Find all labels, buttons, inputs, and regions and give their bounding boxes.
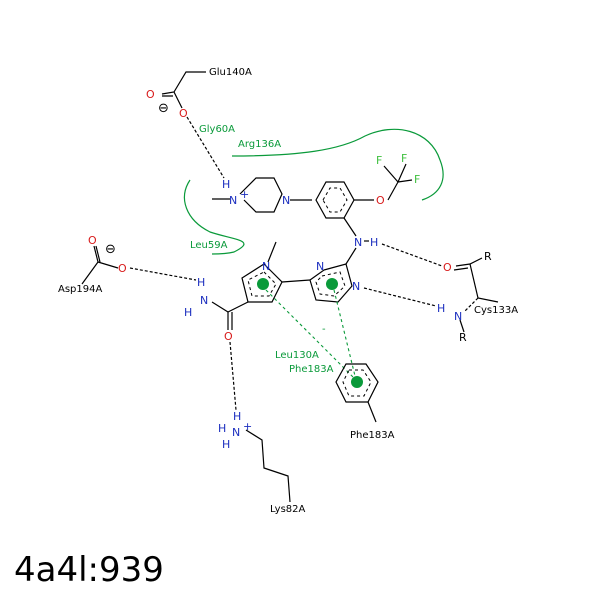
piperazine-ring: N + H N bbox=[212, 177, 312, 213]
fluorine-1: F bbox=[376, 154, 382, 167]
cys133-h: H bbox=[437, 302, 445, 315]
fluorine-2: F bbox=[401, 152, 407, 165]
lys82-plus: + bbox=[243, 420, 252, 433]
phe183-label: Phe183A bbox=[350, 430, 395, 441]
cys133-r-2: R bbox=[459, 331, 467, 344]
pyrimidine-n1: N bbox=[316, 260, 324, 273]
aryl-ring: O F F F bbox=[315, 152, 420, 237]
pyrrole-n: N bbox=[262, 260, 270, 273]
piperazine-plus: + bbox=[240, 188, 249, 201]
asp194-bonds bbox=[81, 245, 119, 285]
amide-co-bond bbox=[227, 312, 233, 330]
hbond-amide-o-lys82 bbox=[229, 341, 237, 411]
glu140-oxygen-1: O bbox=[146, 88, 155, 101]
asp194-charge: ⊖ bbox=[105, 242, 116, 257]
pyrrole-n-methyl bbox=[267, 241, 277, 263]
cys133-carbonyl bbox=[453, 257, 483, 271]
glu140-label: Glu140A bbox=[209, 67, 252, 78]
asp194-label: Asp194A bbox=[58, 284, 102, 295]
pyrimidine-aromatic bbox=[315, 271, 346, 297]
structure-id-title: 4a4l:939 bbox=[14, 550, 164, 590]
cys133-ca bbox=[469, 263, 499, 303]
leu59-label: Leu59A bbox=[190, 240, 228, 251]
asp194-group: O O ⊖ Asp194A bbox=[58, 234, 127, 295]
leu130-label: Leu130A bbox=[275, 350, 319, 361]
cys133-n: N bbox=[454, 310, 462, 323]
piperazine-h: H bbox=[222, 178, 230, 191]
cys133-group: O R H N R Cys133A bbox=[437, 250, 518, 344]
cys133-label: Cys133A bbox=[474, 305, 518, 316]
arg136-contact-curve bbox=[231, 128, 444, 201]
aryl-ring-outline bbox=[315, 181, 355, 219]
pyrrole-aromatic bbox=[247, 271, 277, 297]
glu140-charge: ⊖ bbox=[158, 101, 169, 116]
cys133-n-r bbox=[459, 319, 465, 333]
amide-h-2: H bbox=[184, 306, 192, 319]
linker-h: H bbox=[370, 236, 378, 249]
phe183-pi-center bbox=[351, 376, 363, 388]
lys82-h-1: H bbox=[233, 410, 241, 423]
pyrimidine-ring: N N bbox=[309, 260, 360, 303]
lys82-h-2: H bbox=[218, 422, 226, 435]
asp194-oxygen-1: O bbox=[88, 234, 97, 247]
pyrimidine-n3: N bbox=[352, 280, 360, 293]
lys82-h-3: H bbox=[222, 438, 230, 451]
hbond-asp194-amide bbox=[129, 267, 197, 281]
lys82-label: Lys82A bbox=[270, 504, 306, 515]
ocf3-bonds bbox=[383, 163, 413, 201]
phe183-aromatic bbox=[342, 369, 372, 397]
leu59-contact-curve bbox=[183, 179, 245, 255]
pyrrole-outline bbox=[241, 263, 283, 303]
arg136-label: Arg136A bbox=[238, 139, 281, 150]
pyrrole-pyrimidine-bond bbox=[281, 279, 311, 283]
hbond-pyrimidine-cys133-h bbox=[363, 287, 437, 307]
pyrimidine-pi-center bbox=[326, 278, 338, 290]
fluorine-3: F bbox=[414, 173, 420, 186]
piperazine-bonds bbox=[239, 177, 283, 213]
asp194-oxygen-2: O bbox=[118, 262, 127, 275]
cys133-oxygen: O bbox=[443, 261, 452, 274]
pyrrole-amide-bond bbox=[227, 301, 249, 313]
pyrrole-pi-center bbox=[257, 278, 269, 290]
amide-group: N H H O bbox=[184, 276, 233, 343]
lys82-n-plus: N bbox=[232, 426, 240, 439]
amide-oxygen: O bbox=[224, 330, 233, 343]
piperazine-n-plus: N bbox=[229, 194, 237, 207]
lys82-chain bbox=[245, 429, 291, 503]
ocf3-oxygen: O bbox=[376, 194, 385, 207]
aryl-nh-bond bbox=[343, 217, 357, 237]
lys82-group: H H N + H Lys82A bbox=[218, 341, 306, 515]
piperazine-n: N bbox=[282, 194, 290, 207]
pyrrole-ring: N bbox=[227, 241, 311, 313]
glu140-group: O O ⊖ Glu140A bbox=[146, 67, 252, 120]
nh-pyrimidine-bond bbox=[345, 247, 357, 265]
amide-n: N bbox=[200, 294, 208, 307]
gly60-label: Gly60A bbox=[199, 124, 235, 135]
cys133-stereo bbox=[463, 297, 479, 313]
hbond-nh-cys133-o bbox=[381, 243, 443, 267]
cys133-r-1: R bbox=[484, 250, 492, 263]
aryl-ring-aromatic bbox=[322, 187, 348, 213]
hbond-glu140-piperazine bbox=[186, 116, 225, 179]
phe183-cb-bond bbox=[367, 401, 377, 423]
amide-cn-bond bbox=[211, 301, 229, 313]
linker-n: N bbox=[354, 236, 362, 249]
pi-marker: - bbox=[322, 324, 326, 335]
glu140-bond bbox=[161, 71, 206, 109]
amide-h-1: H bbox=[197, 276, 205, 289]
phe183-inner-label: Phe183A bbox=[289, 364, 334, 375]
glu140-oxygen-2: O bbox=[179, 107, 188, 120]
phe183-group: Phe183A bbox=[335, 363, 395, 441]
